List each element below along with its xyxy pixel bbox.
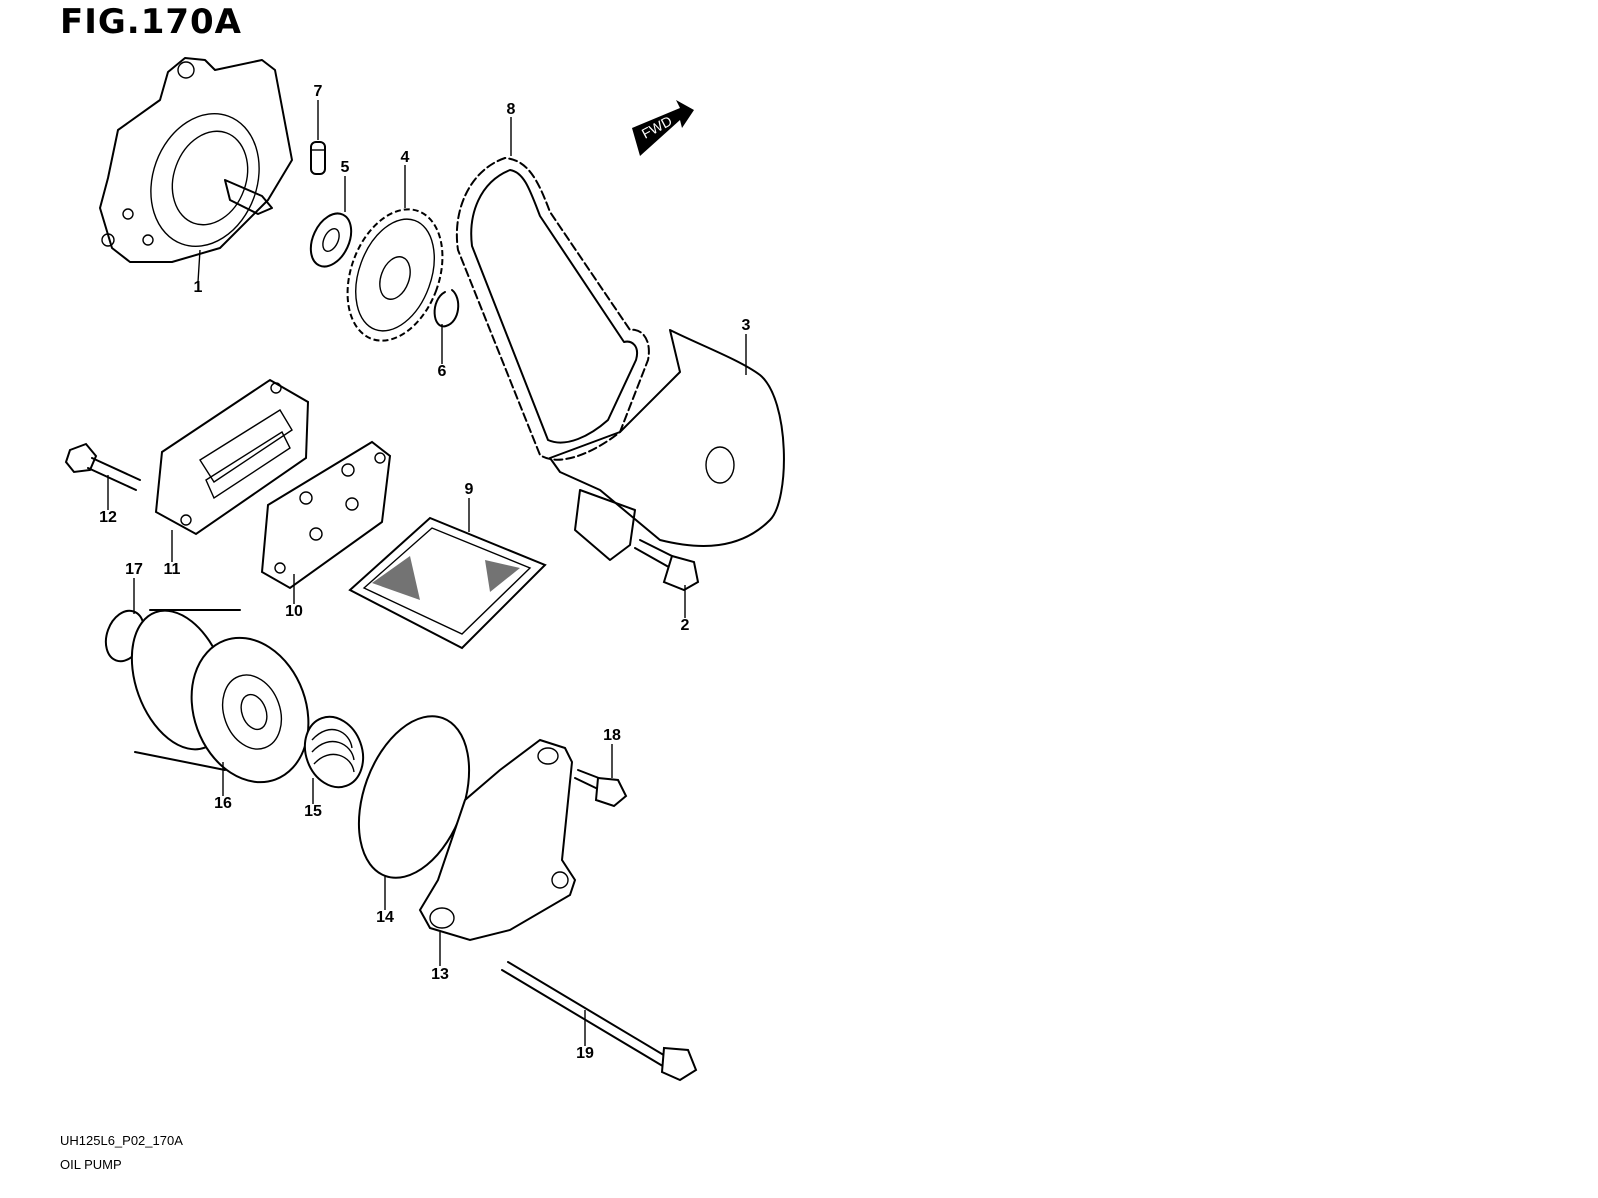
- callout-7[interactable]: 7: [313, 83, 323, 100]
- part-4-sprocket[interactable]: [330, 196, 459, 354]
- diagram-code: UH125L6_P02_170A: [60, 1133, 183, 1148]
- callout-13[interactable]: 13: [431, 966, 449, 983]
- callout-1[interactable]: 1: [193, 279, 203, 296]
- part-11-strainer-cover[interactable]: [154, 378, 310, 536]
- part-10-gasket[interactable]: [260, 440, 392, 590]
- callout-5[interactable]: 5: [340, 159, 350, 176]
- callout-8[interactable]: 8: [506, 101, 516, 118]
- callout-14[interactable]: 14: [376, 909, 394, 926]
- figure-title: FIG.170A: [60, 2, 242, 42]
- callout-15[interactable]: 15: [304, 803, 322, 820]
- callout-16[interactable]: 16: [214, 795, 232, 812]
- diagram-name: OIL PUMP: [60, 1157, 122, 1172]
- part-2-bolt[interactable]: [634, 539, 700, 592]
- callout-3[interactable]: 3: [741, 317, 751, 334]
- part-7-dowel-pin[interactable]: [310, 141, 326, 175]
- callout-18[interactable]: 18: [603, 727, 621, 744]
- part-9-oil-strainer[interactable]: [348, 516, 547, 650]
- callout-19[interactable]: 19: [576, 1045, 594, 1062]
- leader-lines: [107, 100, 747, 1046]
- part-15-spring[interactable]: [295, 709, 372, 796]
- part-1-oil-pump-body[interactable]: [99, 57, 293, 263]
- part-18-bolt[interactable]: [574, 769, 628, 808]
- callout-2[interactable]: 2: [680, 617, 690, 634]
- callout-6[interactable]: 6: [437, 363, 447, 380]
- part-3-chain-cover[interactable]: [549, 329, 785, 561]
- part-16-oil-filter[interactable]: [114, 597, 328, 798]
- part-13-filter-cap[interactable]: [418, 738, 577, 942]
- callout-9[interactable]: 9: [464, 481, 474, 498]
- callout-12[interactable]: 12: [99, 509, 117, 526]
- callout-17[interactable]: 17: [125, 561, 143, 578]
- callout-10[interactable]: 10: [285, 603, 303, 620]
- part-5-washer[interactable]: [303, 207, 359, 273]
- callout-4[interactable]: 4: [400, 149, 410, 166]
- part-6-circlip[interactable]: [433, 289, 460, 328]
- part-12-bolt[interactable]: [64, 442, 141, 491]
- part-19-long-bolt[interactable]: [501, 961, 698, 1082]
- fwd-direction-arrow: FWD: [632, 100, 694, 156]
- part-8-chain[interactable]: [455, 157, 650, 461]
- callout-11[interactable]: 11: [163, 561, 181, 578]
